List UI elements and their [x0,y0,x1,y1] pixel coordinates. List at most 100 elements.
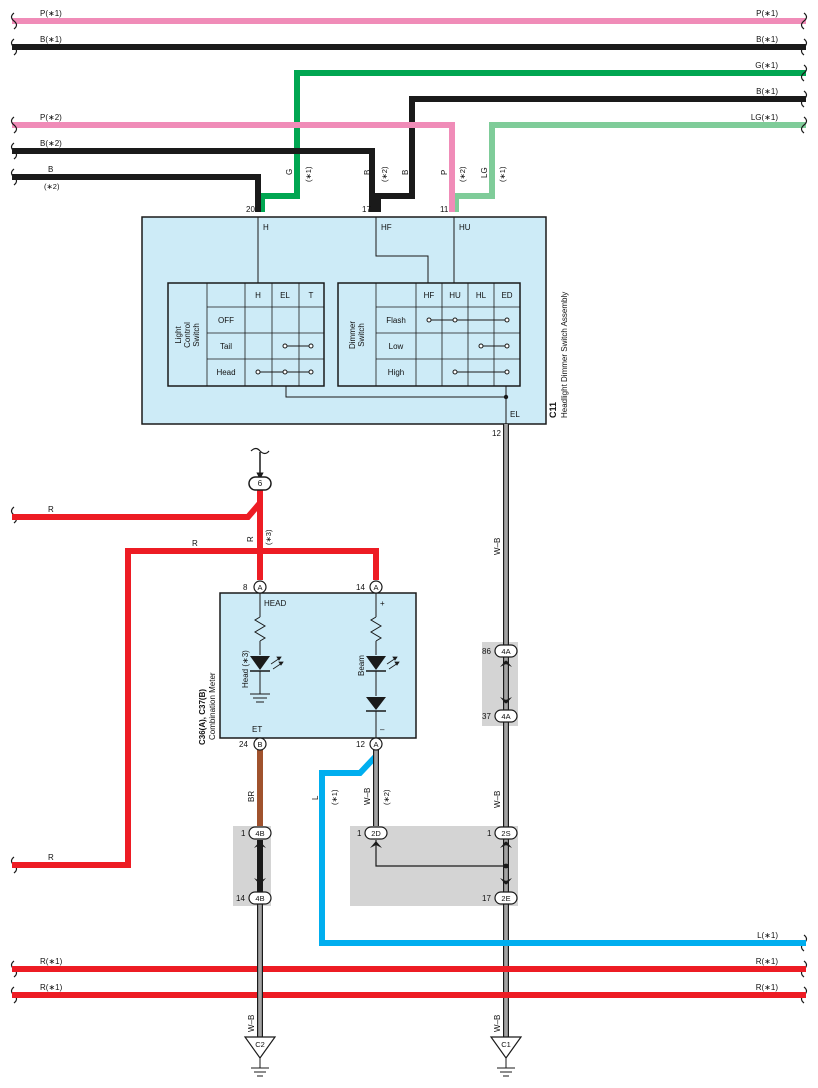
wire-label-r-bottom: R [48,853,54,862]
meter-pin-name-minus: – [380,725,385,734]
wire-label-p1-right: P(∗1) [756,9,778,18]
beam-led-icon [366,656,386,670]
wire-label-r1-a-right: R(∗1) [756,957,779,966]
svg-text:14: 14 [236,894,245,903]
junction-6-label: 6 [258,479,263,488]
vlabel-r-note: (∗3) [264,529,273,545]
lc-row-tail: Tail [220,342,232,351]
wire-label-p2-left: P(∗2) [40,113,62,122]
wire-label-r-top: R [48,505,54,514]
vlabel-b-a-note: (∗2) [380,166,389,182]
svg-text:C1: C1 [501,1040,511,1049]
meter-pin-12: A 12 [356,737,383,751]
connector-4b-14: 4B 14 [236,891,272,905]
svg-text:4A: 4A [501,647,510,656]
svg-text:B: B [257,740,262,749]
svg-text:37: 37 [482,712,491,721]
meter-name: Combination Meter [208,672,217,740]
vlabel-r: R [246,536,255,542]
component-beam: Beam [357,655,366,676]
svg-text:86: 86 [482,647,491,656]
splice-dot [503,863,509,869]
connector-4a-86: 4A 86 [482,644,518,658]
vlabel-lg-note: (∗1) [498,166,507,182]
wire-label-b2-left: B(∗2) [40,139,62,148]
wire-label-lg1-right: LG(∗1) [751,113,778,122]
svg-text:1: 1 [357,829,362,838]
wire-label-g1-right: G(∗1) [755,61,778,70]
lc-row-off: OFF [218,316,234,325]
vlabel-b-b: B [401,170,410,175]
pin-num-12-el: 12 [492,429,501,438]
wire-label-p1-left: P(∗1) [40,9,62,18]
wire-label-r1-b-right: R(∗1) [756,983,779,992]
head-led-icon [250,656,270,670]
dim-col-hf: HF [424,291,435,300]
dimmer-switch-table: Dimmer Switch HF HU HL ED Flash Low High [337,282,521,387]
dim-col-hu: HU [449,291,461,300]
light-control-switch-table: Light Control Switch H EL T OFF Tail Hea… [167,282,325,387]
vlabel-l: L [311,795,320,800]
pin-name-hu: HU [459,223,471,232]
red-wires [12,490,806,998]
svg-text:14: 14 [356,583,365,592]
vlabel-lg: LG [480,167,489,178]
component-head: Head (∗3) [241,650,250,688]
wire-label-b1-right: B(∗1) [756,35,778,44]
lc-col-h: H [255,291,261,300]
switch-name: Headlight Dimmer Switch Assembly [560,292,569,418]
diode-icon [366,697,386,710]
wave-symbol-icon [250,447,270,455]
headlight-dimmer-switch-assembly: 20 17 11 H HF HU EL [141,205,569,425]
svg-text:C2: C2 [255,1040,265,1049]
meter-pin-name-head: HEAD [264,599,286,608]
pin-name-hf: HF [381,223,392,232]
pin-num-11: 11 [440,205,449,214]
dim-row-flash: Flash [386,316,406,325]
svg-text:2S: 2S [501,829,510,838]
wire-label-b1-mid-right: B(∗1) [756,87,778,96]
wire-label-l1-right: L(∗1) [757,931,778,940]
vlabel-b-a: B [363,170,372,175]
svg-text:A: A [257,583,262,592]
wire-label-b-note: (∗2) [44,182,60,191]
connector-2d-1: 2D 1 [357,826,388,840]
svg-text:2E: 2E [501,894,510,903]
lc-title-2: Control [183,322,192,348]
pin-num-20: 20 [246,205,255,214]
connector-2e-17: 2E 17 [482,891,518,905]
meter-pin-name-plus: + [380,599,385,608]
meter-pin-name-et: ET [252,725,262,734]
svg-text:1: 1 [487,829,492,838]
dim-row-high: High [388,368,404,377]
dim-col-ed: ED [501,291,512,300]
dim-title-2: Switch [357,323,366,347]
dim-title-1: Dimmer [348,321,357,349]
svg-text:17: 17 [482,894,491,903]
meter-pin-24: B 24 [239,737,267,751]
wire-label-b-left: B [48,165,53,174]
svg-text:2D: 2D [371,829,381,838]
meter-pin-14: A 14 [356,580,383,594]
connector-2s-1: 2S 1 [487,826,518,840]
svg-text:4A: 4A [501,712,510,721]
ground-c1: C1 [489,1036,523,1077]
pin-name-h: H [263,223,269,232]
svg-text:24: 24 [239,740,248,749]
blue-wire-l [319,753,806,946]
splice-wire-2d-2e [375,840,506,867]
lc-title-1: Light [174,326,183,344]
junction-6 [248,476,272,491]
svg-text:12: 12 [356,740,365,749]
svg-text:A: A [373,740,378,749]
combination-meter: HEAD + ET – Head (∗3) [198,592,417,745]
ground-c2: C2 [243,1036,277,1077]
wire-label-r-mid: R [192,539,198,548]
switch-code: C11 [548,402,558,418]
pin-num-17: 17 [362,205,371,214]
vlabel-wb-right2: W–B [493,791,502,808]
meter-pin-8: A 8 [243,580,267,594]
vlabel-g: G [285,169,294,175]
vlabel-wb-right: W–B [493,538,502,555]
